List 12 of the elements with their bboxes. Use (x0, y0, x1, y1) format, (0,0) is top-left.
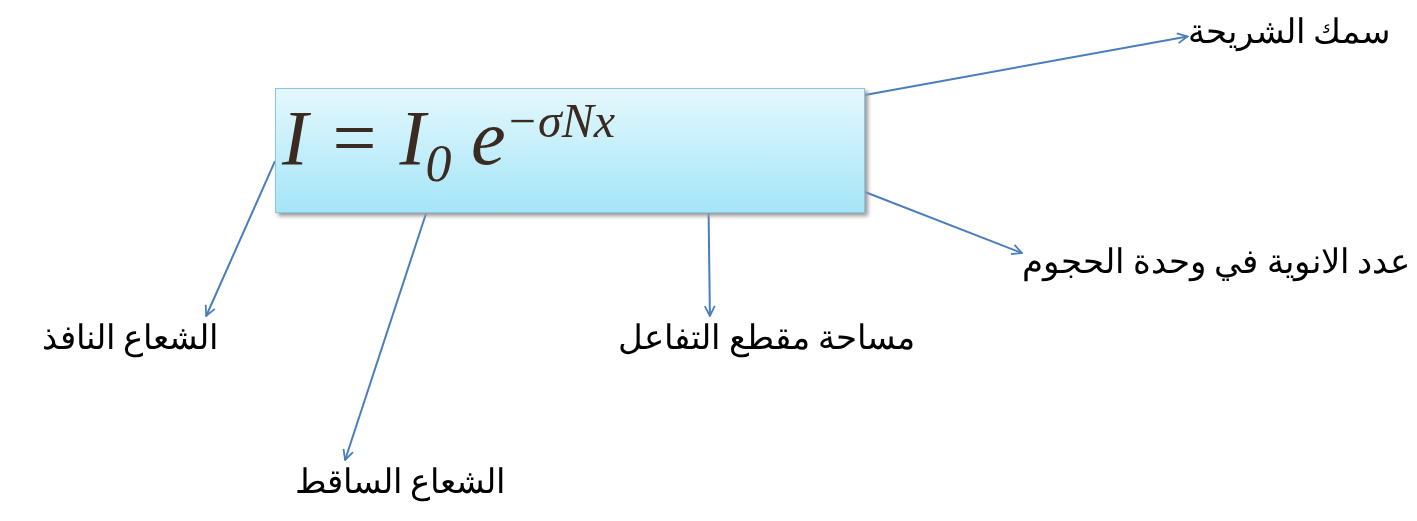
label: عدد الانوية في وحدة الحجوم (1022, 240, 1410, 284)
label: مساحة مقطع التفاعل (618, 316, 915, 360)
arrow (342, 212, 428, 461)
arrow (204, 160, 276, 317)
formula-box (275, 88, 865, 213)
arrow (864, 191, 1023, 256)
arrow (703, 212, 716, 317)
label: الشعاع الساقط (294, 460, 505, 504)
label: سمك الشريحة (1187, 10, 1390, 54)
label: الشعاع النافذ (41, 316, 218, 360)
arrow (864, 32, 1189, 96)
formula: I = I$_{0}$ e$^{−σNx}$ (282, 93, 616, 193)
